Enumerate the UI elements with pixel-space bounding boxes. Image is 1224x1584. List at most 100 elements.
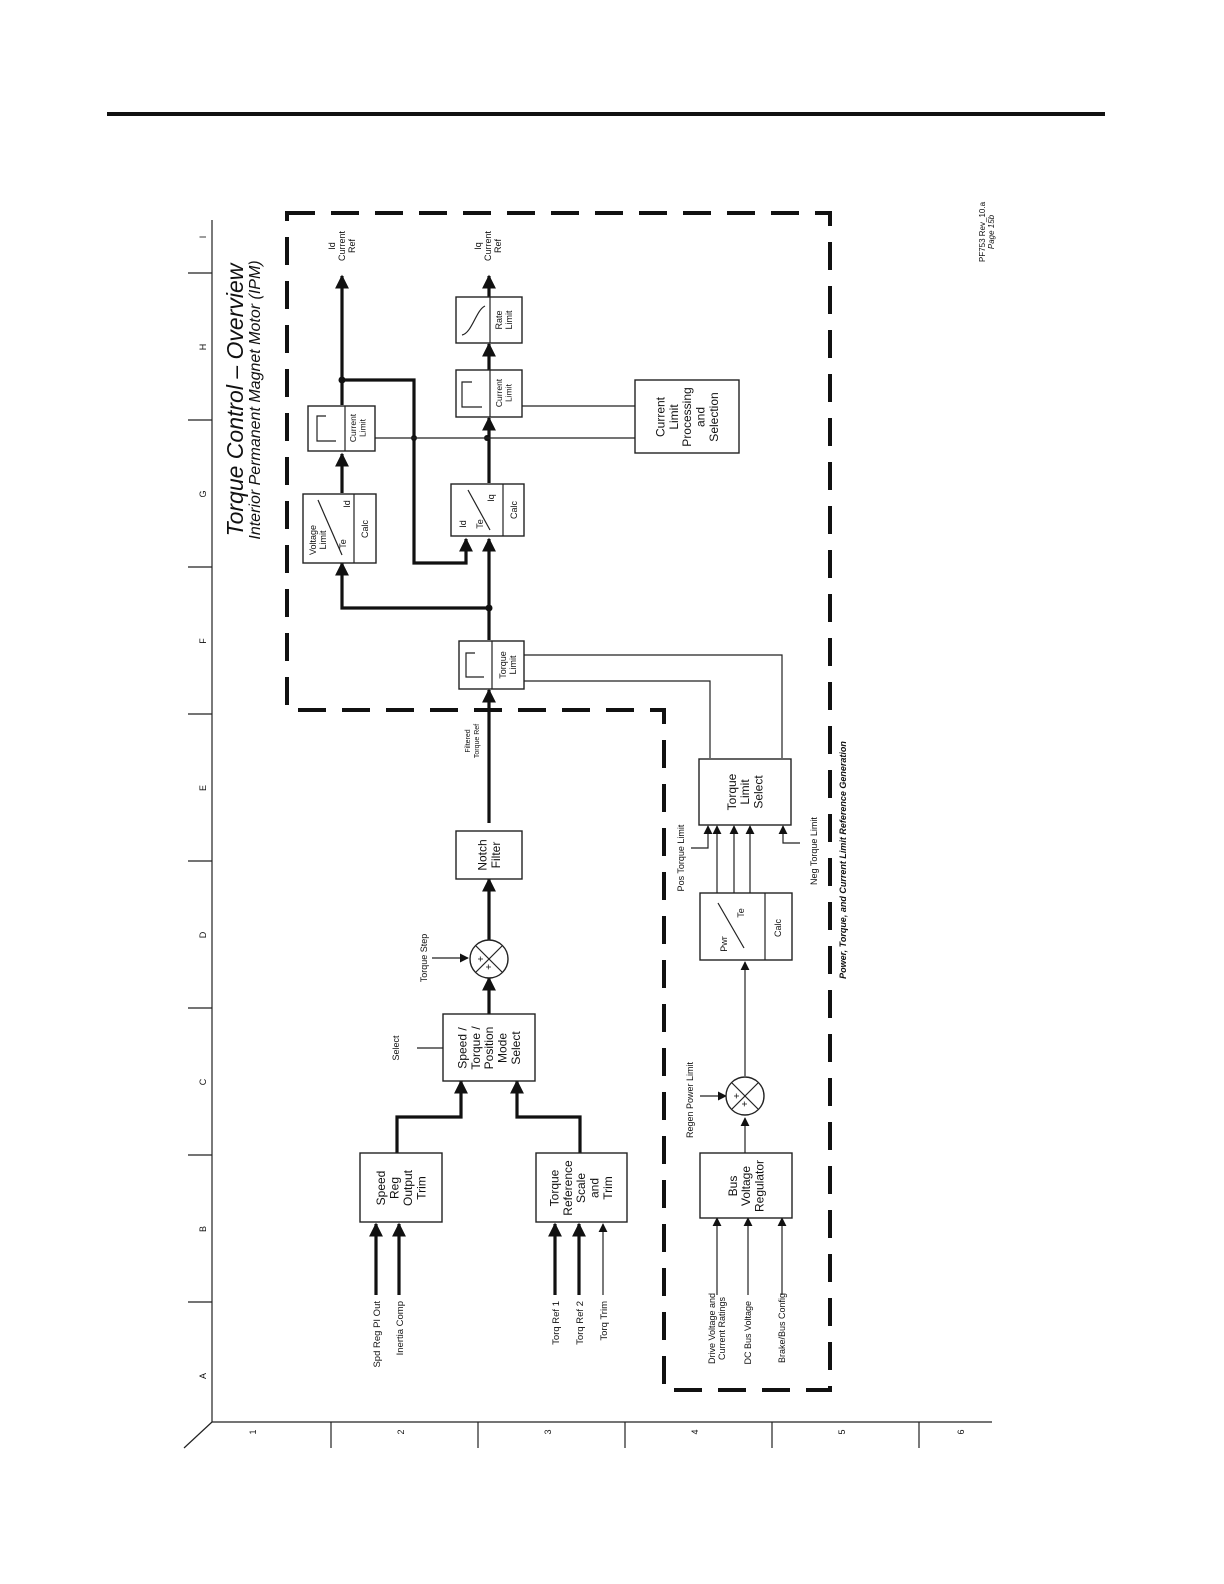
neg-torque-limit-label: Neg Torque Limit (809, 817, 819, 885)
speed-reg-label-2: Reg (388, 1177, 402, 1199)
row-label-5: 5 (837, 1429, 847, 1434)
torque-ref-label-4: and (588, 1178, 602, 1198)
regen-summing-junction: + + (725, 1076, 765, 1116)
vl-te: Te (338, 539, 348, 549)
col-label-F: F (198, 638, 208, 644)
title-group: Torque Control – Overview Interior Perma… (222, 260, 264, 539)
cur-limit-q-label-1: Current (494, 378, 504, 407)
regen-sign-1: + (732, 1093, 743, 1099)
torque-step-label: Torque Step (419, 934, 429, 983)
iq-calc-calc: Calc (509, 501, 519, 520)
vl-label-1: Voltage (308, 525, 318, 555)
row-label-6: 6 (956, 1429, 966, 1434)
vl-id: Id (342, 500, 352, 508)
col-label-D: D (198, 931, 208, 938)
mode-select-label-2: Torque / (469, 1026, 483, 1070)
id-ref-label-2: Current (337, 230, 347, 261)
iq-calc-te: Te (475, 519, 485, 529)
tl-select-label-1: Torque (725, 773, 739, 810)
iq-ref-label-1: Iq (473, 242, 483, 250)
mode-select-label-4: Mode (496, 1033, 510, 1063)
brake-config-label: Brake/Bus Config (777, 1293, 787, 1363)
iq-calc-block: Id Te Iq Calc (450, 483, 525, 537)
row-label-2: 2 (396, 1429, 406, 1434)
iq-ref-label-2: Current (483, 230, 493, 261)
diagram-subtitle: Interior Permanent Magnet Motor (IPM) (247, 260, 264, 539)
col-label-G: G (198, 490, 208, 497)
sum-sign-2: + (484, 964, 495, 970)
torque-limit-label-2: Limit (508, 655, 518, 675)
bus-reg-label-1: Bus (726, 1176, 740, 1197)
main-signal-paths (335, 274, 586, 1295)
ipm-region-border (285, 211, 832, 1392)
tl-select-label-2: Limit (738, 779, 752, 805)
iq-ref-label-3: Ref (493, 239, 503, 254)
id-ref-label-1: Id (327, 242, 337, 250)
iq-calc-id: Id (458, 520, 468, 528)
bus-reg-label-3: Regulator (753, 1160, 767, 1212)
mode-select-label-1: Speed / (455, 1027, 469, 1069)
notch-label-1: Notch (476, 839, 490, 870)
power-torque-calc-block: Pwr Te Calc (699, 892, 793, 961)
torque-ref-label-1: Torque (547, 1169, 561, 1206)
torque-ref-label-3: Scale (574, 1173, 588, 1203)
speed-reg-label-1: Speed (374, 1171, 388, 1206)
cur-proc-label-4: and (694, 407, 708, 427)
dc-bus-label: DC Bus Voltage (743, 1301, 753, 1365)
speed-reg-label-3: Output (401, 1169, 415, 1206)
signal-labels: Spd Reg PI Out Inertia Comp Torq Ref 1 T… (327, 230, 819, 1367)
cur-proc-label-3: Processing (680, 387, 694, 446)
col-label-I: I (198, 236, 208, 239)
mode-select-label-3: Position (482, 1027, 496, 1070)
drive-ratings-label-1: Drive Voltage and (707, 1293, 717, 1364)
col-label-H: H (198, 344, 208, 351)
pwr-calc-calc: Calc (773, 919, 783, 938)
torq-ref1-label: Torq Ref 1 (551, 1301, 562, 1345)
torq-ref2-label: Torq Ref 2 (575, 1301, 586, 1345)
torque-limit-label-1: Torque (498, 651, 508, 679)
row-label-3: 3 (543, 1429, 553, 1434)
pos-torque-limit-label: Pos Torque Limit (676, 824, 686, 891)
iq-calc-iq: Iq (486, 494, 496, 502)
torque-step-summing-junction: + + (469, 939, 509, 979)
select-label: Select (391, 1035, 401, 1061)
col-label-E: E (198, 785, 208, 791)
drive-ratings-label-2: Current Ratings (717, 1297, 727, 1361)
vl-label-2: Limit (318, 530, 328, 550)
vl-calc: Calc (360, 520, 370, 539)
revision-label: PF753 Rev_10.a (978, 201, 987, 262)
cur-limit-q-label-2: Limit (504, 383, 514, 402)
col-label-B: B (198, 1226, 208, 1232)
pwr-calc-te: Te (736, 908, 746, 918)
pwr-calc-pwr: Pwr (719, 936, 729, 952)
section-label: Power, Torque, and Current Limit Referen… (838, 741, 848, 979)
row-label-1: 1 (248, 1429, 258, 1434)
notch-label-2: Filter (489, 842, 503, 869)
cur-limit-d-label-2: Limit (358, 418, 368, 437)
spd-reg-pi-label: Spd Reg PI Out (372, 1301, 383, 1368)
voltage-limit-calc-block: Voltage Limit Te Id Calc (302, 493, 377, 564)
diagram-title: Torque Control – Overview (222, 262, 248, 536)
bus-reg-label-2: Voltage (739, 1166, 753, 1206)
sum-sign-1: + (476, 956, 487, 962)
regen-sign-2: + (740, 1101, 751, 1107)
rate-limit-label-2: Limit (504, 310, 514, 330)
col-label-C: C (198, 1078, 208, 1085)
inertia-comp-label: Inertia Comp (395, 1301, 406, 1355)
header-rule (107, 112, 1105, 116)
regen-power-label: Regen Power Limit (685, 1061, 695, 1138)
page-label: Page 15b (987, 214, 996, 249)
rate-limit-label-1: Rate (494, 310, 504, 329)
speed-reg-label-4: Trim (414, 1176, 428, 1200)
mode-select-label-5: Select (509, 1031, 523, 1065)
